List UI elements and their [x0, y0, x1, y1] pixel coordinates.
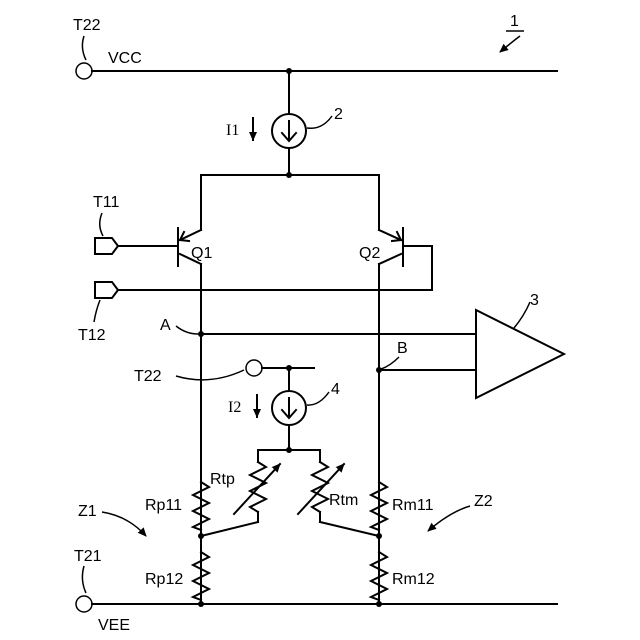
ref-4-label: 4 [331, 381, 340, 398]
t11-terminal [95, 238, 178, 254]
junction-i2-in [286, 365, 292, 371]
z2-arrow [428, 506, 470, 531]
t22-top-label: T22 [73, 17, 101, 34]
vcc-label: VCC [108, 50, 142, 67]
t21-leader [82, 566, 86, 593]
vcc-rail [76, 63, 557, 79]
t22-mid-label: T22 [134, 368, 162, 385]
current-source-i2 [272, 368, 306, 450]
transistor-q2 [379, 175, 403, 604]
t12-leader [94, 300, 100, 322]
rtp-label: Rtp [210, 471, 235, 488]
node-b-leader [381, 357, 399, 369]
q1-label: Q1 [191, 245, 212, 262]
node-a-leader [176, 326, 198, 334]
ref-1-arrow [500, 36, 520, 52]
junction-vcc [286, 68, 292, 74]
rtm-to-q2-node [320, 522, 379, 536]
t22-mid-terminal [246, 360, 314, 376]
ref-3-label: 3 [530, 292, 539, 309]
t12-label: T12 [78, 327, 106, 344]
rp11-label: Rp11 [145, 497, 182, 514]
rtp-to-q1-node [201, 522, 258, 536]
z2-label: Z2 [474, 493, 493, 510]
ref-1-label: 1 [510, 13, 519, 30]
transistor-q1 [178, 175, 201, 604]
junction-rm-mid [376, 533, 382, 539]
junction-rp-mid [198, 533, 204, 539]
junction-a [198, 331, 204, 337]
vee-label: VEE [98, 617, 130, 634]
comparator-3 [476, 310, 564, 398]
ref-4-leader [307, 392, 329, 405]
rp12-label: Rp12 [145, 571, 183, 588]
variable-resistor-rtm [298, 450, 344, 522]
t11-leader [100, 213, 103, 236]
junction-vee-left [198, 601, 204, 607]
t11-label: T11 [93, 194, 119, 211]
q2-label: Q2 [359, 245, 380, 262]
junction-vee-right [376, 601, 382, 607]
node-b-label: B [397, 340, 408, 357]
t21-label: T21 [74, 548, 102, 565]
i1-label: I1 [226, 122, 239, 139]
rm11-label: Rm11 [392, 497, 434, 514]
junction-b [376, 367, 382, 373]
vee-rail [76, 596, 557, 612]
t22-mid-leader [176, 370, 244, 380]
rm12-label: Rm12 [392, 571, 435, 588]
z1-label: Z1 [78, 503, 97, 520]
ref-2-leader [307, 116, 332, 128]
rtm-label: Rtm [329, 492, 358, 509]
z1-arrow [102, 512, 146, 536]
t22-top-leader [82, 36, 86, 60]
ref-2-label: 2 [334, 106, 343, 123]
ref-3-leader [514, 302, 530, 328]
current-source-i1 [272, 71, 306, 175]
node-a-label: A [160, 317, 171, 334]
variable-resistor-rtp [234, 450, 280, 522]
i2-label: I2 [228, 399, 241, 416]
t12-terminal [95, 246, 432, 298]
